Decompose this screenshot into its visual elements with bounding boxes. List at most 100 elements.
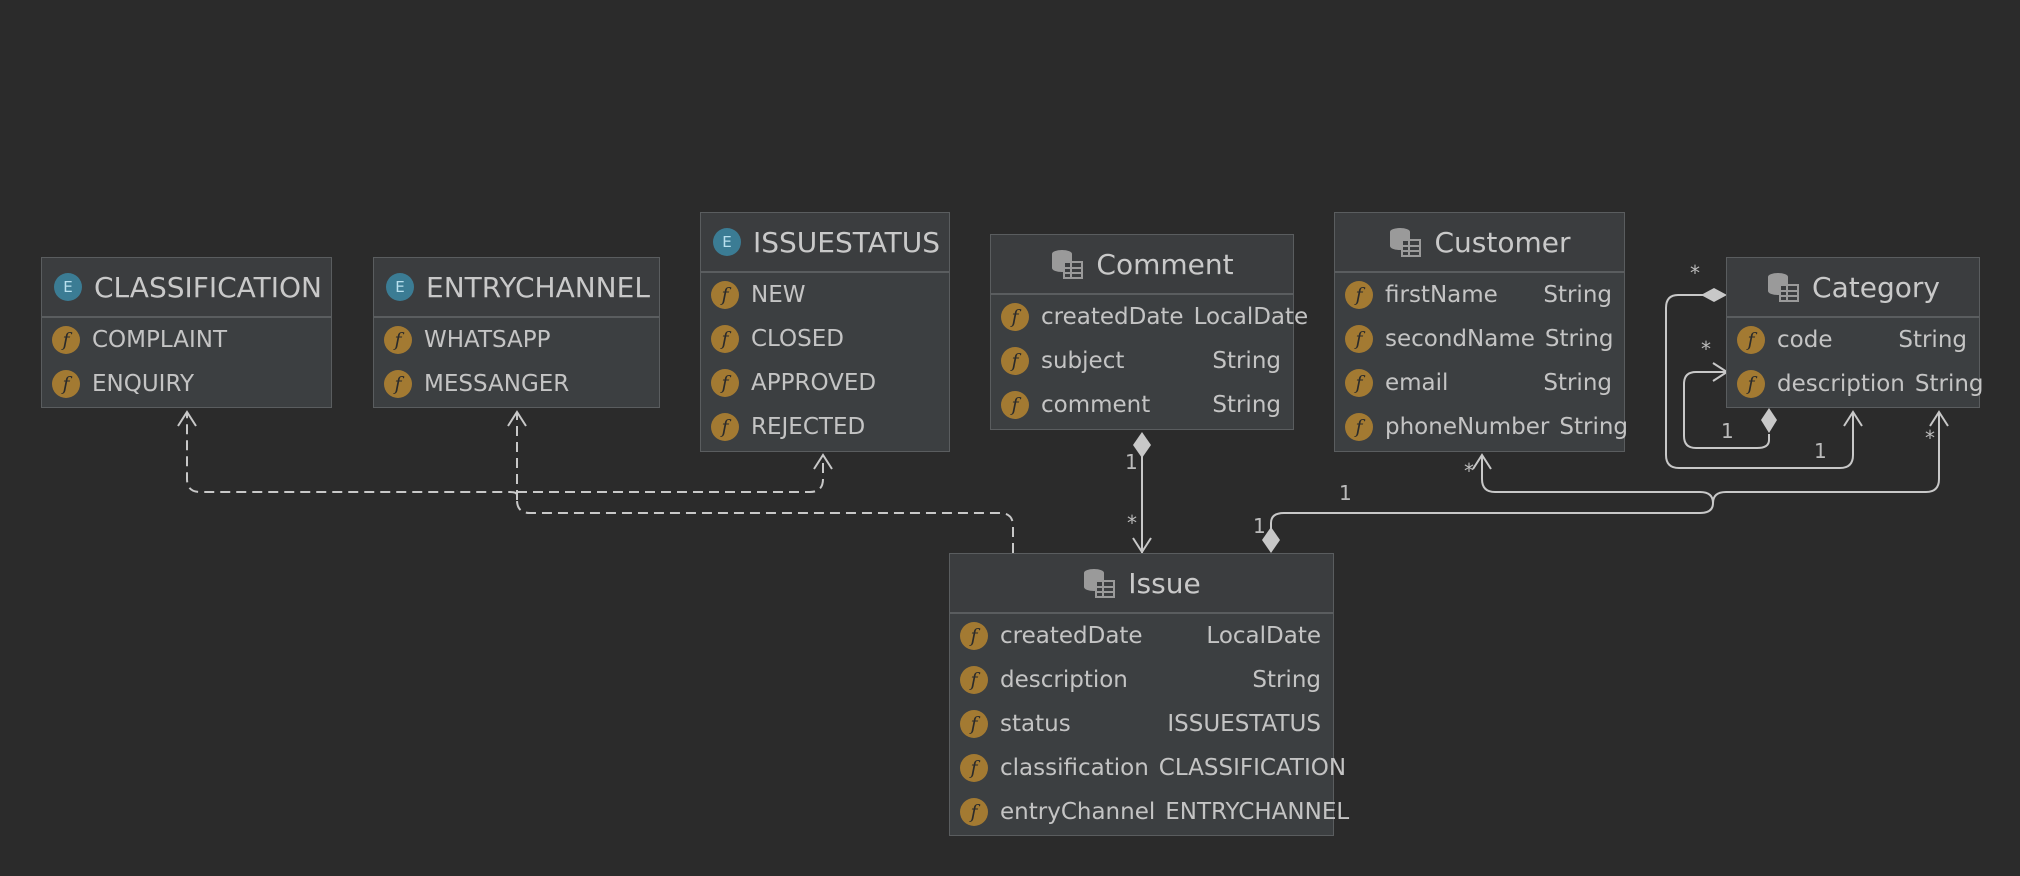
entity-customer-header: Customer xyxy=(1335,213,1624,273)
field-name: description xyxy=(1000,667,1128,693)
entity-issue-title: Issue xyxy=(1128,566,1201,600)
enum-value: APPROVED xyxy=(751,370,877,396)
entity-customer[interactable]: Customer f firstName String f secondName… xyxy=(1334,212,1628,452)
entity-issue-header: Issue xyxy=(950,554,1333,614)
enum-issuestatus-title: ISSUESTATUS xyxy=(753,225,941,259)
enum-value-row: f MESSANGER xyxy=(374,362,659,406)
field-name: classification xyxy=(1000,755,1149,781)
field-badge-icon: f xyxy=(1345,413,1373,441)
field-row: f status ISSUESTATUS xyxy=(950,702,1333,746)
entity-customer-title: Customer xyxy=(1434,225,1571,259)
field-name: email xyxy=(1385,370,1449,396)
enum-value: REJECTED xyxy=(751,414,866,440)
field-type: LocalDate xyxy=(1193,304,1309,330)
entity-category-title: Category xyxy=(1812,270,1940,304)
enum-value-row: f APPROVED xyxy=(701,361,949,405)
field-name: subject xyxy=(1041,348,1125,374)
field-badge-icon: f xyxy=(711,413,739,441)
enum-value-row: f WHATSAPP xyxy=(374,318,659,362)
entity-comment[interactable]: Comment f createdDate LocalDate f subjec… xyxy=(990,234,1308,430)
database-table-icon xyxy=(1052,250,1084,279)
field-name: createdDate xyxy=(1041,304,1184,330)
entity-comment-header: Comment xyxy=(991,235,1293,295)
mult-comment-issue-bottom: * xyxy=(1127,511,1137,535)
arrowhead-classification xyxy=(177,410,197,427)
arrowhead-category-parent xyxy=(1843,410,1863,427)
field-badge-icon: f xyxy=(1737,370,1765,398)
enum-value-row: f NEW xyxy=(701,273,949,317)
edge-category-children xyxy=(1683,371,1770,449)
field-row: f phoneNumber String xyxy=(1335,405,1628,449)
enum-classification[interactable]: E CLASSIFICATION f COMPLAINT f ENQUIRY xyxy=(41,257,332,408)
mult-category-parent-one: 1 xyxy=(1814,439,1827,463)
mult-category-issue-star: * xyxy=(1925,426,1935,450)
field-badge-icon: f xyxy=(711,325,739,353)
field-badge-icon: f xyxy=(711,281,739,309)
field-badge-icon: f xyxy=(384,370,412,398)
enum-value: WHATSAPP xyxy=(424,327,551,353)
field-type: ISSUESTATUS xyxy=(1167,711,1321,737)
field-row: f firstName String xyxy=(1335,273,1624,317)
enum-badge-icon: E xyxy=(386,273,414,301)
entity-category[interactable]: Category f code String f description Str… xyxy=(1726,257,1984,408)
field-name: phoneNumber xyxy=(1385,414,1550,440)
field-type: ENTRYCHANNEL xyxy=(1165,799,1350,825)
enum-entrychannel[interactable]: E ENTRYCHANNEL f WHATSAPP f MESSANGER xyxy=(373,257,660,408)
mult-issue-customer-mid: 1 xyxy=(1339,481,1352,505)
field-badge-icon: f xyxy=(1345,325,1373,353)
field-name: firstName xyxy=(1385,282,1498,308)
edge-category-parent xyxy=(1665,294,1854,469)
database-table-icon xyxy=(1084,569,1116,598)
field-type: CLASSIFICATION xyxy=(1158,755,1347,781)
enum-value: NEW xyxy=(751,282,806,308)
field-badge-icon: f xyxy=(52,326,80,354)
dependency-issue-classification xyxy=(186,412,1014,553)
mult-category-self-one: 1 xyxy=(1721,419,1734,443)
field-name: status xyxy=(1000,711,1071,737)
field-type: String xyxy=(1898,327,1967,353)
diamond-issue xyxy=(1262,527,1280,553)
field-name: createdDate xyxy=(1000,623,1143,649)
field-type: String xyxy=(1212,392,1281,418)
field-badge-icon: f xyxy=(960,622,988,650)
enum-issuestatus-header: E ISSUESTATUS xyxy=(701,213,949,273)
field-name: comment xyxy=(1041,392,1151,418)
dependency-issue-issuestatus xyxy=(517,455,824,493)
enum-issuestatus[interactable]: E ISSUESTATUS f NEW f CLOSED f APPROVED … xyxy=(700,212,950,452)
diamond-comment xyxy=(1133,432,1151,458)
edge-issue-category xyxy=(1712,412,1940,504)
field-badge-icon: f xyxy=(1737,326,1765,354)
enum-entrychannel-title: ENTRYCHANNEL xyxy=(426,270,650,304)
arrowhead-customer xyxy=(1472,453,1492,470)
field-badge-icon: f xyxy=(960,798,988,826)
field-row: f createdDate LocalDate xyxy=(950,614,1333,658)
field-name: description xyxy=(1777,371,1905,397)
enum-value-row: f CLOSED xyxy=(701,317,949,361)
mult-issue-customer-customer-end: * xyxy=(1464,459,1474,483)
mult-issue-customer-issue-end: 1 xyxy=(1253,514,1266,538)
entity-issue[interactable]: Issue f createdDate LocalDate f descript… xyxy=(949,553,1349,836)
field-row: f description String xyxy=(950,658,1333,702)
field-type: String xyxy=(1252,667,1321,693)
arrowhead-entrychannel xyxy=(507,410,527,427)
field-type: String xyxy=(1543,370,1612,396)
field-type: LocalDate xyxy=(1206,623,1321,649)
field-name: entryChannel xyxy=(1000,799,1156,825)
enum-classification-title: CLASSIFICATION xyxy=(94,270,322,304)
enum-value: COMPLAINT xyxy=(92,327,227,353)
edge-issue-customer xyxy=(1270,455,1715,533)
field-row: f description String xyxy=(1727,362,1984,406)
field-badge-icon: f xyxy=(384,326,412,354)
field-badge-icon: f xyxy=(1345,369,1373,397)
field-type: String xyxy=(1544,326,1614,352)
enum-value: ENQUIRY xyxy=(92,371,195,397)
field-name: secondName xyxy=(1385,326,1535,352)
field-badge-icon: f xyxy=(711,369,739,397)
enum-value-row: f REJECTED xyxy=(701,405,949,449)
field-type: String xyxy=(1914,371,1984,397)
field-row: f code String xyxy=(1727,318,1979,362)
field-row: f email String xyxy=(1335,361,1624,405)
enum-badge-icon: E xyxy=(54,273,82,301)
field-row: f classification CLASSIFICATION xyxy=(950,746,1346,790)
